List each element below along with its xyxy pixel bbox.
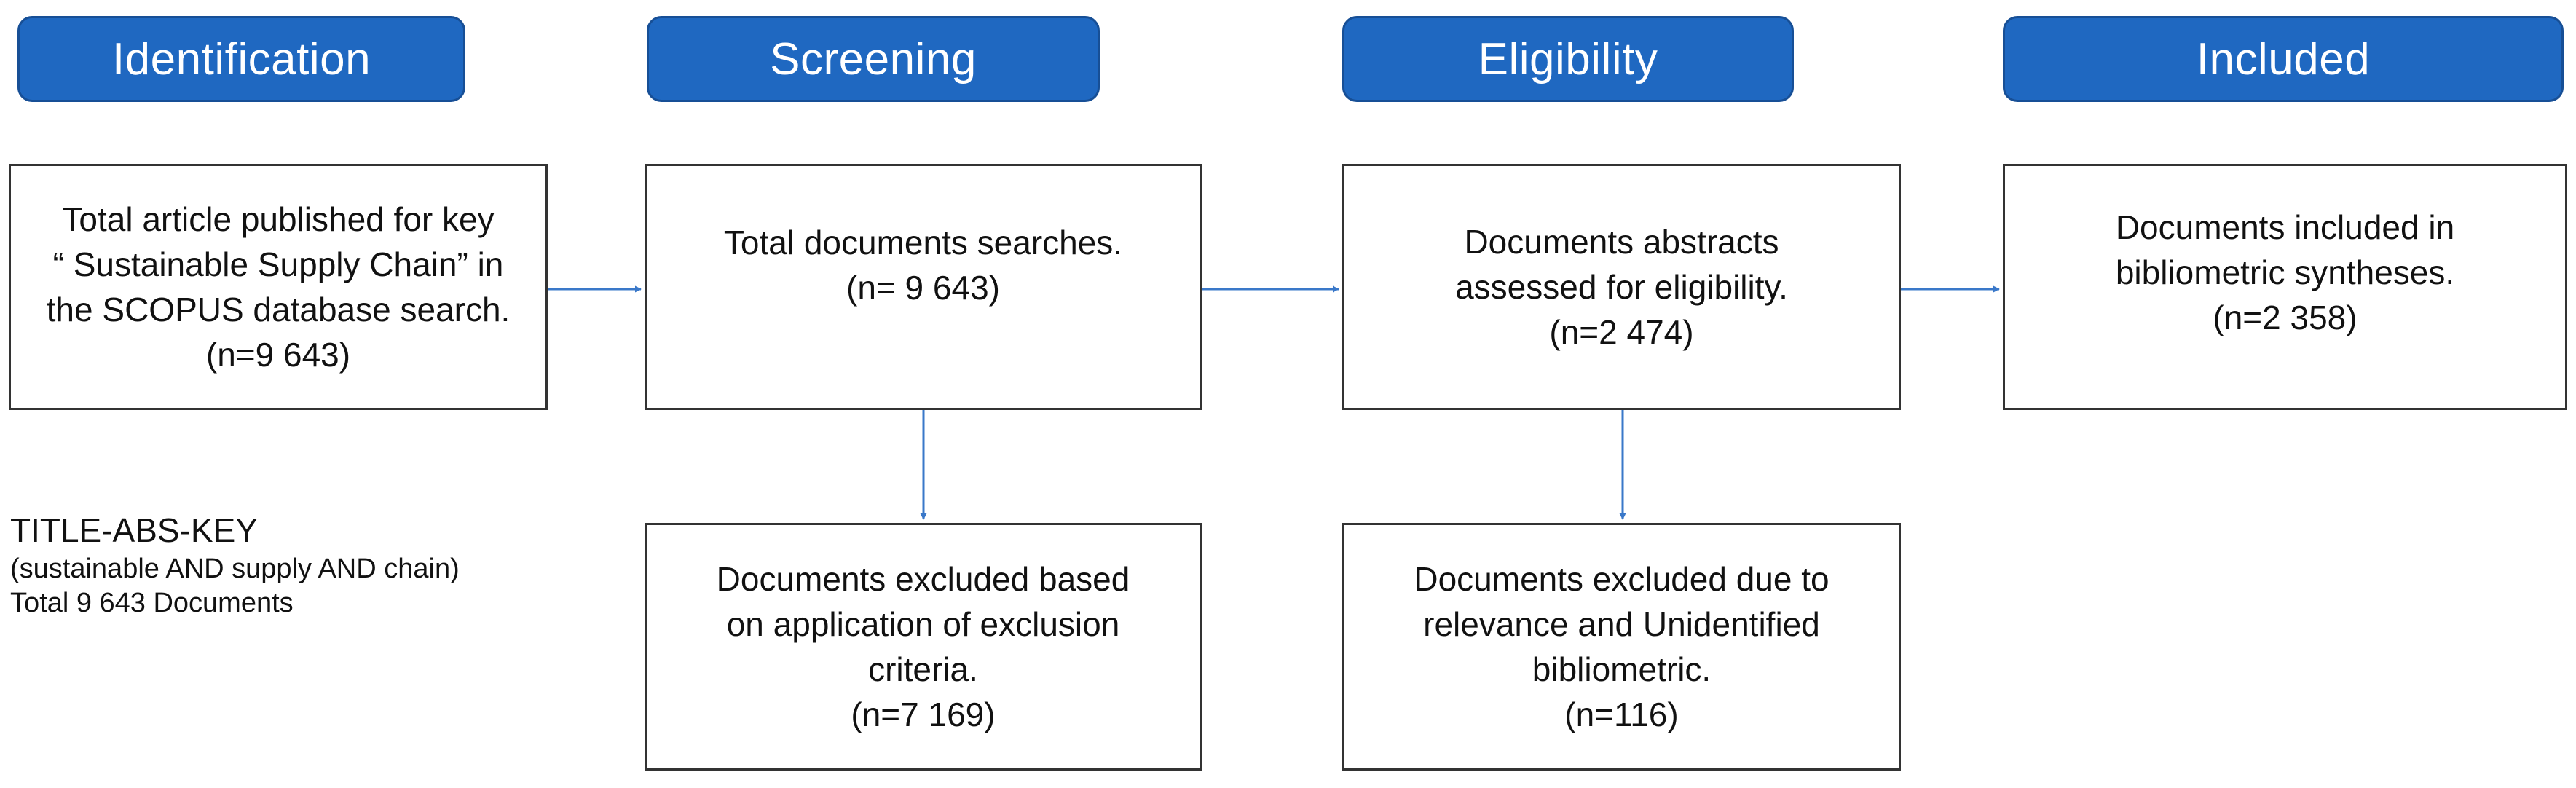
included-box: Documents included in bibliometric synth… [2003, 164, 2567, 410]
screening-count: (n= 9 643) [846, 269, 1000, 307]
eligibility-excluded-text: Documents excluded due to relevance and … [1414, 559, 1829, 688]
query-total: Total 9 643 Documents [10, 588, 294, 618]
screening-excluded-box: Documents excluded based on application … [645, 523, 1202, 771]
query-terms: (sustainable AND supply AND chain) [10, 553, 460, 584]
header-screening: Screening [647, 16, 1100, 102]
included-count: (n=2 358) [2213, 299, 2358, 337]
identification-text: Total article published for key “ Sustai… [46, 200, 511, 328]
search-query-note: TITLE-ABS-KEY (sustainable AND supply AN… [10, 510, 460, 621]
screening-text: Total documents searches. [723, 223, 1123, 261]
eligibility-excluded-count: (n=116) [1564, 696, 1679, 734]
identification-box: Total article published for key “ Sustai… [9, 164, 548, 410]
identification-count: (n=9 643) [205, 336, 351, 374]
screening-box: Total documents searches. (n= 9 643) [645, 164, 1202, 410]
eligibility-text: Documents abstracts assessed for eligibi… [1455, 222, 1788, 306]
screening-excluded-text: Documents excluded based on application … [716, 559, 1130, 688]
eligibility-count: (n=2 474) [1549, 313, 1694, 352]
header-identification: Identification [17, 16, 465, 102]
header-included: Included [2003, 16, 2564, 102]
screening-excluded-count: (n=7 169) [851, 696, 996, 734]
query-keyword: TITLE-ABS-KEY [10, 511, 258, 549]
header-eligibility: Eligibility [1342, 16, 1794, 102]
included-text: Documents included in bibliometric synth… [2115, 208, 2455, 291]
eligibility-box: Documents abstracts assessed for eligibi… [1342, 164, 1901, 410]
eligibility-excluded-box: Documents excluded due to relevance and … [1342, 523, 1901, 771]
